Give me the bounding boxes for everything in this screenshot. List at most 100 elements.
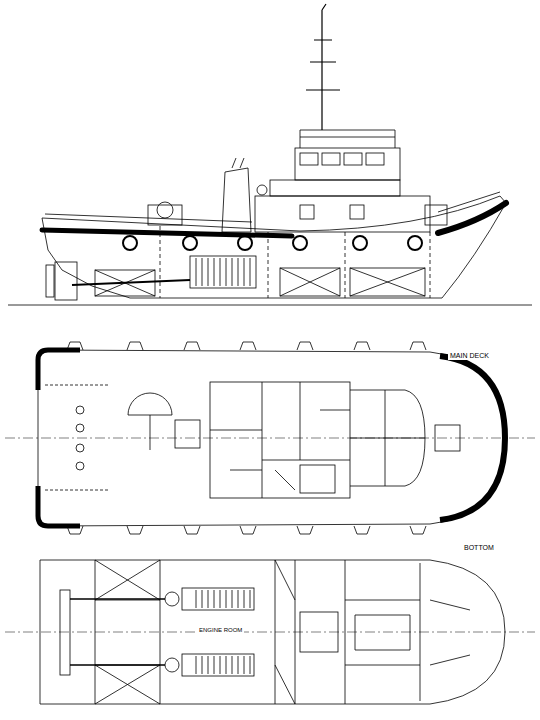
bottom-plan <box>5 560 535 704</box>
galley-unit <box>300 465 335 493</box>
engine-rib <box>208 258 209 286</box>
engine-rib <box>220 656 221 674</box>
wheelhouse <box>295 148 400 180</box>
mast <box>306 4 340 130</box>
side-fender <box>42 230 292 236</box>
deckhouse <box>255 196 430 232</box>
tire-fenders <box>123 236 422 250</box>
bitt <box>297 342 313 350</box>
shaft <box>70 664 165 666</box>
engine-detail <box>196 258 250 286</box>
bitt <box>240 342 256 350</box>
bulkheads <box>160 226 430 298</box>
towing-winch <box>175 420 200 448</box>
deck-bitts <box>67 342 426 534</box>
engine-rib <box>244 656 245 674</box>
engine-rib <box>232 590 233 608</box>
winch-drum <box>157 202 173 218</box>
exhaust-pipe <box>232 158 244 168</box>
towing-hook <box>128 393 172 415</box>
porthole <box>257 185 267 195</box>
engine-rib <box>238 656 239 674</box>
door <box>350 205 364 219</box>
base-line <box>8 305 532 306</box>
engine-rib <box>250 656 251 674</box>
engine-rib <box>202 590 203 608</box>
stern-fender <box>38 350 80 526</box>
engine-rib <box>220 590 221 608</box>
engine-rib <box>208 590 209 608</box>
fore-rooms <box>355 600 470 665</box>
bitt <box>184 526 200 534</box>
main-engine <box>190 256 256 288</box>
bitt <box>184 342 200 350</box>
engine-rib <box>196 656 197 674</box>
bitt <box>240 526 256 534</box>
engine-rib <box>220 258 221 286</box>
bottom-outline <box>40 560 505 704</box>
tire-fender <box>183 236 197 250</box>
main-engine <box>182 588 254 610</box>
bitt <box>354 342 370 350</box>
engine-rib <box>214 258 215 286</box>
centre-line <box>5 438 535 439</box>
wheelhouse-windows <box>300 153 384 165</box>
engine-rib <box>202 656 203 674</box>
deck-fittings <box>45 385 110 490</box>
engine-detail <box>196 590 250 674</box>
main-engine <box>182 654 254 676</box>
bollards <box>76 406 84 470</box>
view-title: BOTTOM <box>462 544 496 552</box>
steering-gear <box>60 590 70 675</box>
engine-rib <box>226 590 227 608</box>
compartments <box>95 560 420 704</box>
tank-crosses <box>95 268 425 296</box>
bitt <box>297 526 313 534</box>
bitt <box>127 342 143 350</box>
door <box>300 205 314 219</box>
forecastle-cabins <box>350 390 425 486</box>
engine-rib <box>226 656 227 674</box>
tire-fender <box>353 236 367 250</box>
engine-rib <box>196 258 197 286</box>
rudder <box>46 265 54 297</box>
engine-rib <box>238 590 239 608</box>
engine-rib <box>250 258 251 286</box>
engine-rib <box>244 258 245 286</box>
shaft <box>70 598 165 600</box>
tank-crosses <box>95 560 295 704</box>
engine-rib <box>202 258 203 286</box>
bitt <box>354 526 370 534</box>
deckhouse-rooms <box>210 382 350 498</box>
engine-rib <box>214 590 215 608</box>
bitt <box>410 526 426 534</box>
bitt <box>127 526 143 534</box>
gearbox <box>165 658 179 672</box>
deck-outline <box>38 350 505 526</box>
bitt <box>410 342 426 350</box>
engine-rib <box>250 590 251 608</box>
room-label: ENGINE ROOM <box>197 627 244 634</box>
deckhouse-plan <box>210 382 350 498</box>
towing-winch <box>148 205 182 225</box>
hull-outline <box>42 196 506 298</box>
view-title: MAIN DECK <box>448 352 491 360</box>
main-deck-plan <box>5 342 535 534</box>
bitt <box>67 342 83 350</box>
anchor-windlass <box>435 425 460 451</box>
tire-fender <box>123 236 137 250</box>
engine-rib <box>214 656 215 674</box>
profile-view <box>8 4 532 305</box>
stair <box>300 612 338 652</box>
bow-fender <box>440 356 505 520</box>
anchor-windlass <box>425 205 447 225</box>
hook-post <box>150 415 151 450</box>
tire-fender <box>238 236 252 250</box>
propeller-nozzle <box>55 262 77 300</box>
funnel <box>222 168 251 232</box>
tire-fender <box>408 236 422 250</box>
engine-rib <box>238 258 239 286</box>
engine-rib <box>208 656 209 674</box>
